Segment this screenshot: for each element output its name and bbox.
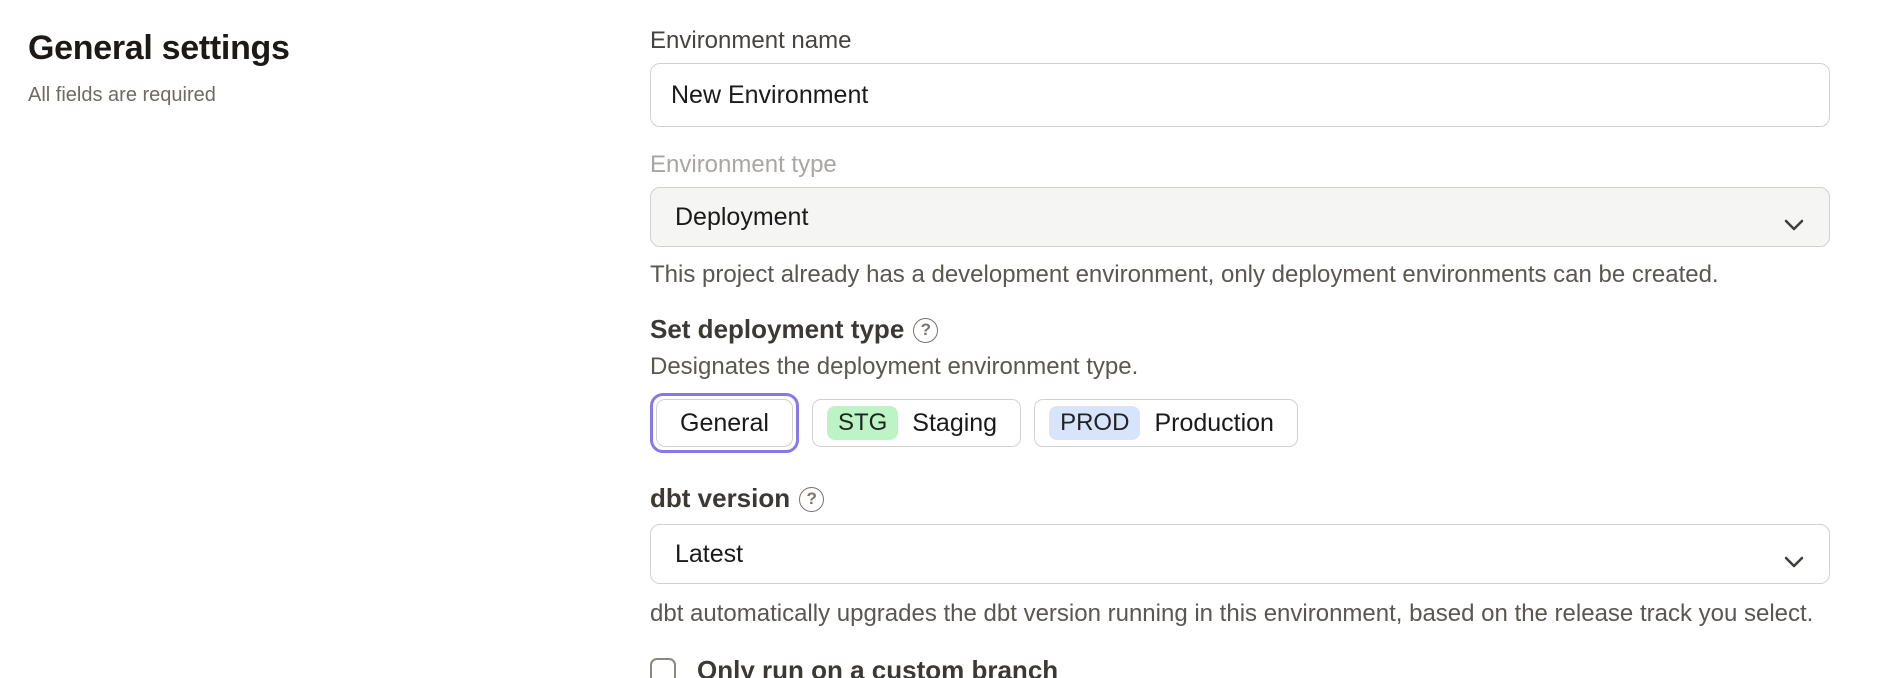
staging-badge: STG bbox=[827, 406, 898, 440]
selected-option-focus-ring: General bbox=[650, 393, 799, 453]
production-badge: PROD bbox=[1049, 406, 1140, 440]
help-icon[interactable]: ? bbox=[913, 318, 938, 343]
environment-name-label: Environment name bbox=[650, 27, 851, 54]
deployment-type-staging-label: Staging bbox=[912, 409, 997, 438]
deployment-type-production-button[interactable]: PROD Production bbox=[1034, 399, 1298, 447]
set-deployment-type-label: Set deployment type bbox=[650, 311, 904, 347]
deployment-type-general-button[interactable]: General bbox=[656, 399, 793, 447]
deployment-type-description: Designates the deployment environment ty… bbox=[650, 350, 1830, 384]
custom-branch-row: Only run on a custom branch bbox=[650, 655, 1830, 678]
environment-type-label: Environment type bbox=[650, 148, 1830, 182]
environment-type-helper: This project already has a development e… bbox=[650, 258, 1830, 292]
chevron-down-icon bbox=[1783, 547, 1805, 561]
environment-settings-form: Environment name Environment type Deploy… bbox=[650, 0, 1830, 678]
help-icon[interactable]: ? bbox=[799, 487, 824, 512]
deployment-type-general-label: General bbox=[680, 409, 769, 438]
dbt-version-select[interactable]: Latest bbox=[650, 524, 1830, 584]
page-title: General settings bbox=[28, 27, 650, 70]
custom-branch-label[interactable]: Only run on a custom branch bbox=[697, 655, 1058, 678]
deployment-type-production-label: Production bbox=[1154, 409, 1274, 438]
dbt-version-value: Latest bbox=[675, 540, 743, 569]
settings-intro: General settings All fields are required bbox=[0, 0, 650, 678]
page-subtitle: All fields are required bbox=[28, 82, 650, 108]
custom-branch-checkbox[interactable] bbox=[650, 658, 676, 678]
chevron-down-icon bbox=[1783, 210, 1805, 224]
deployment-type-options: General STG Staging PROD Production bbox=[650, 393, 1830, 453]
environment-name-input[interactable] bbox=[650, 63, 1830, 127]
environment-type-select[interactable]: Deployment bbox=[650, 187, 1830, 247]
dbt-version-label: dbt version bbox=[650, 480, 790, 516]
environment-type-value: Deployment bbox=[675, 203, 808, 232]
deployment-type-staging-button[interactable]: STG Staging bbox=[812, 399, 1021, 447]
dbt-version-helper: dbt automatically upgrades the dbt versi… bbox=[650, 597, 1830, 631]
